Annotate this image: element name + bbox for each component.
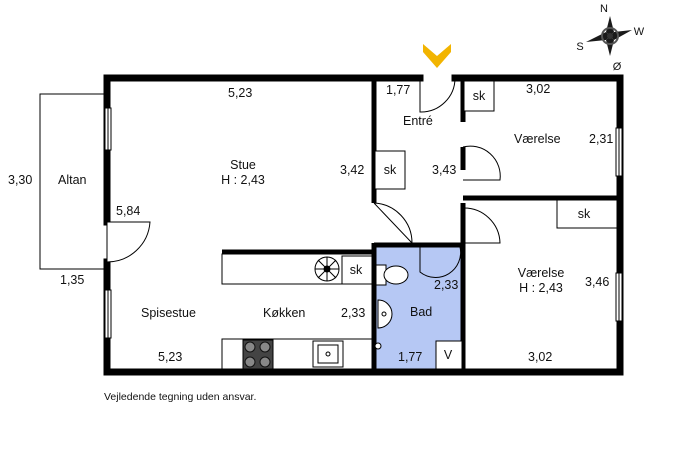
- compass-icon: [586, 16, 632, 56]
- closets: [341, 80, 618, 370]
- koekken-depth: 2,33: [341, 306, 366, 320]
- balcony: [39, 93, 107, 270]
- entre-name: Entré: [403, 114, 433, 128]
- closet-label-vaerelse1: sk: [472, 89, 486, 103]
- vaerelse2-depth: 3,46: [585, 275, 610, 289]
- altan-depth: 3,30: [8, 173, 33, 187]
- bad-width: 1,77: [398, 350, 423, 364]
- entrance-arrow-icon: [423, 44, 451, 68]
- stue-depth: 3,42: [340, 163, 365, 177]
- closet-label-entre: sk: [383, 163, 397, 177]
- kitchen-sink: [312, 340, 344, 368]
- spisestue-width: 5,23: [158, 350, 183, 364]
- compass-south-label: S: [576, 41, 584, 53]
- inner-walls: [222, 78, 620, 372]
- vaerelse2-width: 3,02: [528, 350, 553, 364]
- vaerelse2-name: Værelse: [517, 266, 565, 280]
- altan-name: Altan: [58, 173, 87, 187]
- entre-width: 1,77: [386, 83, 411, 97]
- closet-label-vaerelse2: sk: [577, 207, 591, 221]
- stove: [242, 339, 274, 370]
- vaerelse1-width: 3,02: [526, 82, 551, 96]
- bad-depth: 2,33: [434, 278, 459, 292]
- stue-width: 5,23: [228, 86, 253, 100]
- vaerelse1-depth: 2,31: [589, 132, 614, 146]
- compass-west-label: W: [633, 26, 645, 38]
- compass-north-label: N: [600, 3, 608, 15]
- vaerelse1-name: Værelse: [514, 132, 561, 146]
- compass-east-label: Ø: [612, 61, 622, 73]
- ventilation-label: V: [443, 348, 453, 362]
- stue-height: H : 2,43: [221, 173, 265, 187]
- doors: [106, 77, 501, 278]
- vaerelse2-height: H : 2,43: [519, 281, 563, 295]
- spisestue-name: Spisestue: [141, 306, 196, 320]
- extractor-fan: [314, 256, 340, 282]
- bad-name: Bad: [410, 305, 433, 319]
- stue-name: Stue: [230, 158, 256, 172]
- windows: [104, 107, 623, 339]
- outer-walls: [103, 74, 624, 376]
- closet-label-koekken: sk: [349, 263, 363, 277]
- bathroom-fixtures: [374, 264, 409, 350]
- disclaimer-text: Vejledende tegning uden ansvar.: [104, 391, 257, 403]
- entre-depth: 3,43: [432, 163, 457, 177]
- altan-width: 1,35: [60, 273, 85, 287]
- koekken-name: Køkken: [263, 306, 306, 320]
- spisestue-depth: 5,84: [116, 204, 141, 218]
